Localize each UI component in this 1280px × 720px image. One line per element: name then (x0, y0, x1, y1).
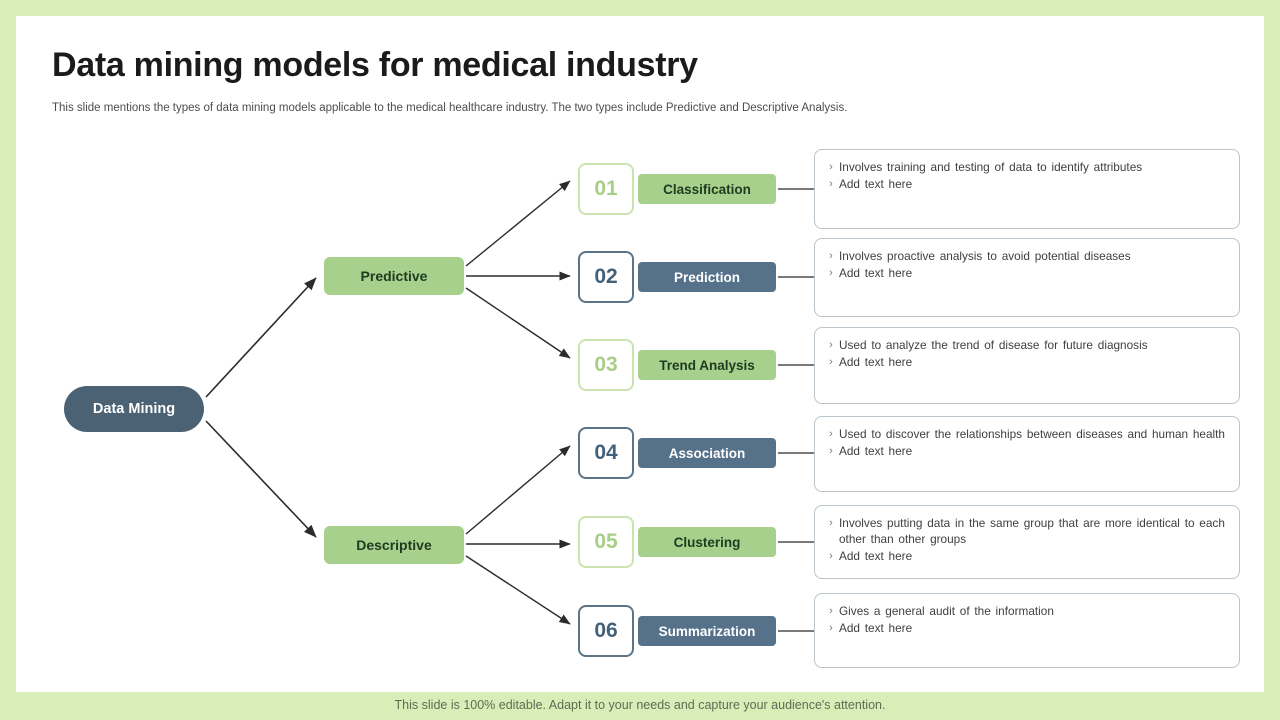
item-number-04: 04 (594, 441, 618, 464)
description-text: Add text here (839, 621, 913, 635)
chevron-right-icon: › (829, 250, 833, 262)
diagram-canvas: Data Mining Predictive Descriptive 01 Cl… (16, 16, 1264, 692)
item-pill-summarization[interactable]: Summarization (638, 616, 776, 646)
description-text: Add text here (839, 266, 913, 280)
chevron-right-icon: › (829, 622, 833, 634)
item-pill-prediction[interactable]: Prediction (638, 262, 776, 292)
item-number-03: 03 (594, 353, 618, 376)
description-line: › Used to discover the relationships bet… (823, 426, 1229, 442)
item-number-badge-06[interactable]: 06 (578, 605, 634, 657)
item-number-badge-03[interactable]: 03 (578, 339, 634, 391)
chevron-right-icon: › (829, 517, 833, 529)
connector-lines (205, 180, 814, 632)
chevron-right-icon: › (829, 267, 833, 279)
branch-node-descriptive[interactable]: Descriptive (324, 526, 464, 564)
item-label-04: Association (668, 445, 746, 461)
description-line: › Gives a general audit of the informati… (823, 603, 1229, 619)
item-pill-association[interactable]: Association (638, 438, 776, 468)
item-number-badge-01[interactable]: 01 (578, 163, 634, 215)
description-text: Add text here (839, 549, 913, 563)
description-box-02: › Involves proactive analysis to avoid p… (814, 238, 1240, 317)
footer-note: This slide is 100% editable. Adapt it to… (394, 698, 886, 712)
description-text: Add text here (839, 177, 913, 191)
description-text: Involves proactive analysis to avoid pot… (839, 249, 1131, 263)
description-line: › Used to analyze the trend of disease f… (823, 337, 1229, 353)
description-line: › Add text here (823, 176, 1229, 192)
description-line: › Involves proactive analysis to avoid p… (823, 248, 1229, 264)
item-pill-clustering[interactable]: Clustering (638, 527, 776, 557)
item-label-05: Clustering (673, 534, 741, 550)
chevron-right-icon: › (829, 178, 833, 190)
description-text: Gives a general audit of the information (839, 604, 1054, 618)
description-text: Involves training and testing of data to… (839, 160, 1143, 174)
item-number-badge-02[interactable]: 02 (578, 251, 634, 303)
description-line: › Add text here (823, 620, 1229, 636)
branch-node-predictive[interactable]: Predictive (324, 257, 464, 295)
description-box-06: › Gives a general audit of the informati… (814, 593, 1240, 668)
root-node-label: Data Mining (92, 401, 176, 417)
description-line: › Add text here (823, 548, 1229, 564)
root-node-data-mining[interactable]: Data Mining (64, 386, 204, 432)
chevron-right-icon: › (829, 161, 833, 173)
chevron-right-icon: › (829, 445, 833, 457)
description-text: Add text here (839, 355, 913, 369)
chevron-right-icon: › (829, 428, 833, 440)
description-line: › Involves putting data in the same grou… (823, 515, 1229, 547)
item-pill-classification[interactable]: Classification (638, 174, 776, 204)
chevron-right-icon: › (829, 356, 833, 368)
branch-label-predictive: Predictive (360, 268, 428, 284)
branch-label-descriptive: Descriptive (356, 537, 432, 553)
chevron-right-icon: › (829, 605, 833, 617)
description-box-04: › Used to discover the relationships bet… (814, 416, 1240, 492)
item-number-badge-04[interactable]: 04 (578, 427, 634, 479)
description-line: › Involves training and testing of data … (823, 159, 1229, 175)
description-text: Involves putting data in the same group … (839, 516, 1225, 546)
description-text: Used to analyze the trend of disease for… (839, 338, 1148, 352)
description-box-01: › Involves training and testing of data … (814, 149, 1240, 229)
chevron-right-icon: › (829, 339, 833, 351)
description-line: › Add text here (823, 354, 1229, 370)
item-number-06: 06 (594, 619, 618, 642)
description-box-03: › Used to analyze the trend of disease f… (814, 327, 1240, 404)
chevron-right-icon: › (829, 550, 833, 562)
item-number-badge-05[interactable]: 05 (578, 516, 634, 568)
page-subtitle: This slide mentions the types of data mi… (52, 102, 848, 114)
page-title: Data mining models for medical industry (52, 46, 698, 84)
description-text: Add text here (839, 444, 913, 458)
slide-canvas: Data mining models for medical industry … (16, 16, 1264, 692)
item-label-06: Summarization (658, 623, 756, 639)
item-label-03: Trend Analysis (659, 357, 755, 373)
item-number-02: 02 (594, 265, 618, 288)
description-text: Used to discover the relationships betwe… (839, 427, 1225, 441)
item-number-01: 01 (594, 177, 618, 200)
item-pill-trend-analysis[interactable]: Trend Analysis (638, 350, 776, 380)
item-number-05: 05 (594, 530, 618, 553)
description-box-05: › Involves putting data in the same grou… (814, 505, 1240, 579)
description-line: › Add text here (823, 443, 1229, 459)
item-label-02: Prediction (673, 269, 740, 285)
description-line: › Add text here (823, 265, 1229, 281)
item-label-01: Classification (663, 181, 751, 197)
